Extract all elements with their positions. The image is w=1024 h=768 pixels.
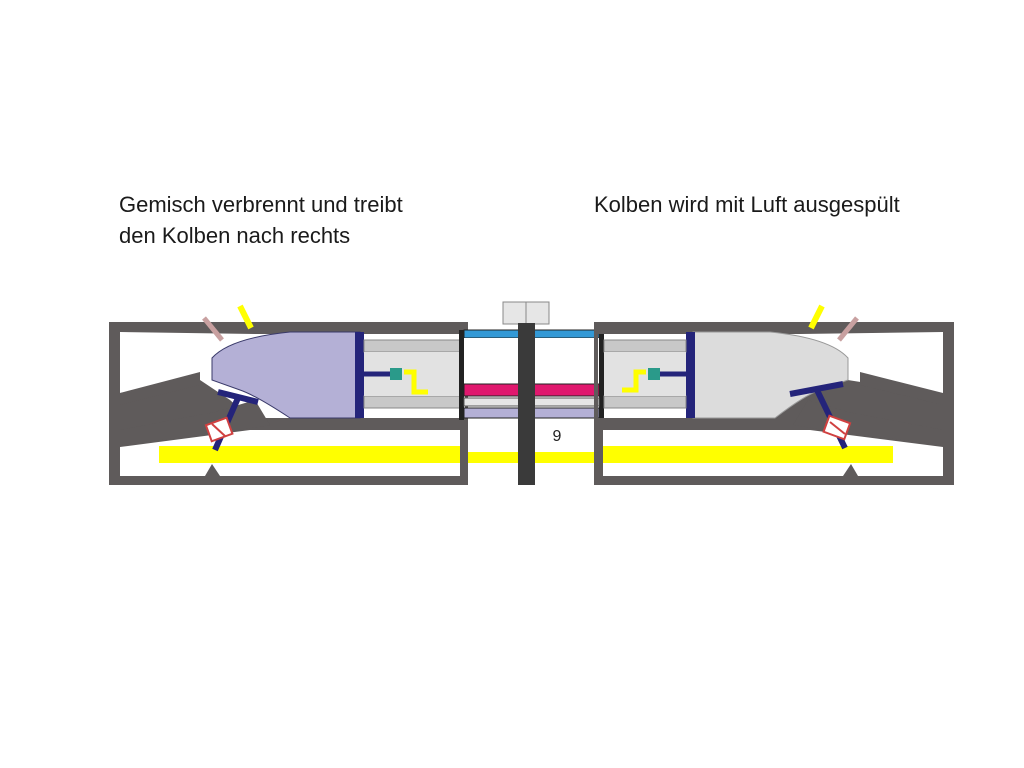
right-fuel-injector: [808, 304, 825, 330]
right-housing: [594, 322, 954, 485]
yellow-channel-left: [159, 446, 461, 463]
left-spark-plug: [202, 316, 224, 342]
center-frame-left: [459, 330, 464, 420]
left-tooth: [205, 464, 220, 476]
right-piston: [686, 332, 695, 418]
right-sensor: [648, 368, 660, 380]
left-sensor: [390, 368, 402, 380]
center-frame-right: [599, 330, 604, 420]
left-wedge: [120, 372, 200, 405]
left-coil-winding: [211, 423, 226, 437]
left-sensor-lead: [404, 369, 428, 395]
right-scavenge-air: [692, 331, 849, 419]
step-number: 9: [553, 428, 562, 445]
right-sensor-lead: [622, 369, 646, 393]
left-rod-lower: [363, 395, 461, 409]
caption-left: Gemisch verbrennt und treibt den Kolben …: [119, 192, 403, 248]
right-wedge: [860, 372, 943, 405]
right-unit: [594, 304, 954, 485]
left-rod-upper: [363, 339, 461, 353]
left-unit: [109, 304, 468, 485]
right-coil-winding: [829, 421, 846, 435]
center-shaft: [518, 323, 535, 485]
center-coupling: 9: [459, 301, 604, 485]
right-rod-upper: [603, 339, 687, 353]
right-tooth: [843, 464, 858, 476]
right-rod-lower: [603, 395, 687, 409]
left-fuel-injector: [237, 304, 254, 330]
caption-right: Kolben wird mit Luft ausgespült: [594, 192, 900, 217]
yellow-channel-right: [601, 446, 893, 463]
right-spark-plug: [837, 316, 859, 342]
left-piston: [355, 332, 364, 418]
left-housing: [109, 322, 468, 485]
